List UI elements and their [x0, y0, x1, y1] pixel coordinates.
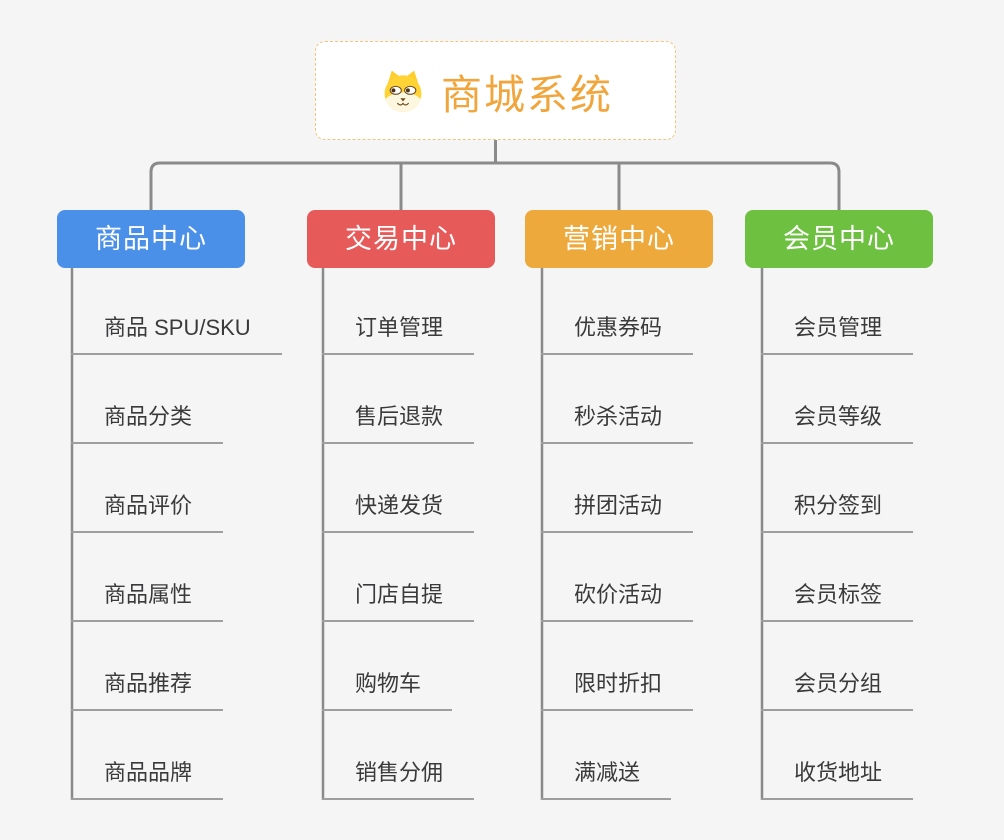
leaf-item[interactable]: 积分签到 — [761, 489, 914, 533]
leaf-item[interactable]: 商品分类 — [71, 400, 224, 444]
leaf-item[interactable]: 门店自提 — [322, 578, 475, 622]
leaf-item[interactable]: 限时折扣 — [541, 667, 694, 711]
leaf-item[interactable]: 商品 SPU/SKU — [71, 311, 282, 355]
branch-trade-center[interactable]: 交易中心 — [307, 210, 495, 268]
leaf-item[interactable]: 商品评价 — [71, 489, 224, 533]
leaf-item[interactable]: 拼团活动 — [541, 489, 694, 533]
leaf-item[interactable]: 会员等级 — [761, 400, 914, 444]
leaf-item[interactable]: 砍价活动 — [541, 578, 694, 622]
leaf-item[interactable]: 销售分佣 — [322, 756, 475, 800]
leaf-item[interactable]: 快递发货 — [322, 489, 475, 533]
root-node[interactable]: 商城系统 — [315, 41, 676, 140]
branch-product-center[interactable]: 商品中心 — [57, 210, 245, 268]
shiba-dog-icon — [378, 68, 428, 114]
leaf-item[interactable]: 售后退款 — [322, 400, 475, 444]
leaf-item[interactable]: 购物车 — [322, 667, 453, 711]
leaf-item[interactable]: 满减送 — [541, 756, 672, 800]
branch-member-center[interactable]: 会员中心 — [745, 210, 933, 268]
leaf-item[interactable]: 商品品牌 — [71, 756, 224, 800]
root-title: 商城系统 — [441, 71, 613, 118]
leaf-item[interactable]: 收货地址 — [761, 756, 914, 800]
leaf-item[interactable]: 商品属性 — [71, 578, 224, 622]
branch-marketing-center[interactable]: 营销中心 — [525, 210, 713, 268]
leaf-item[interactable]: 会员管理 — [761, 311, 914, 355]
leaf-item[interactable]: 优惠券码 — [541, 311, 694, 355]
leaf-item[interactable]: 会员分组 — [761, 667, 914, 711]
leaf-item[interactable]: 订单管理 — [322, 311, 475, 355]
leaf-item[interactable]: 秒杀活动 — [541, 400, 694, 444]
leaf-item[interactable]: 商品推荐 — [71, 667, 224, 711]
leaf-item[interactable]: 会员标签 — [761, 578, 914, 622]
